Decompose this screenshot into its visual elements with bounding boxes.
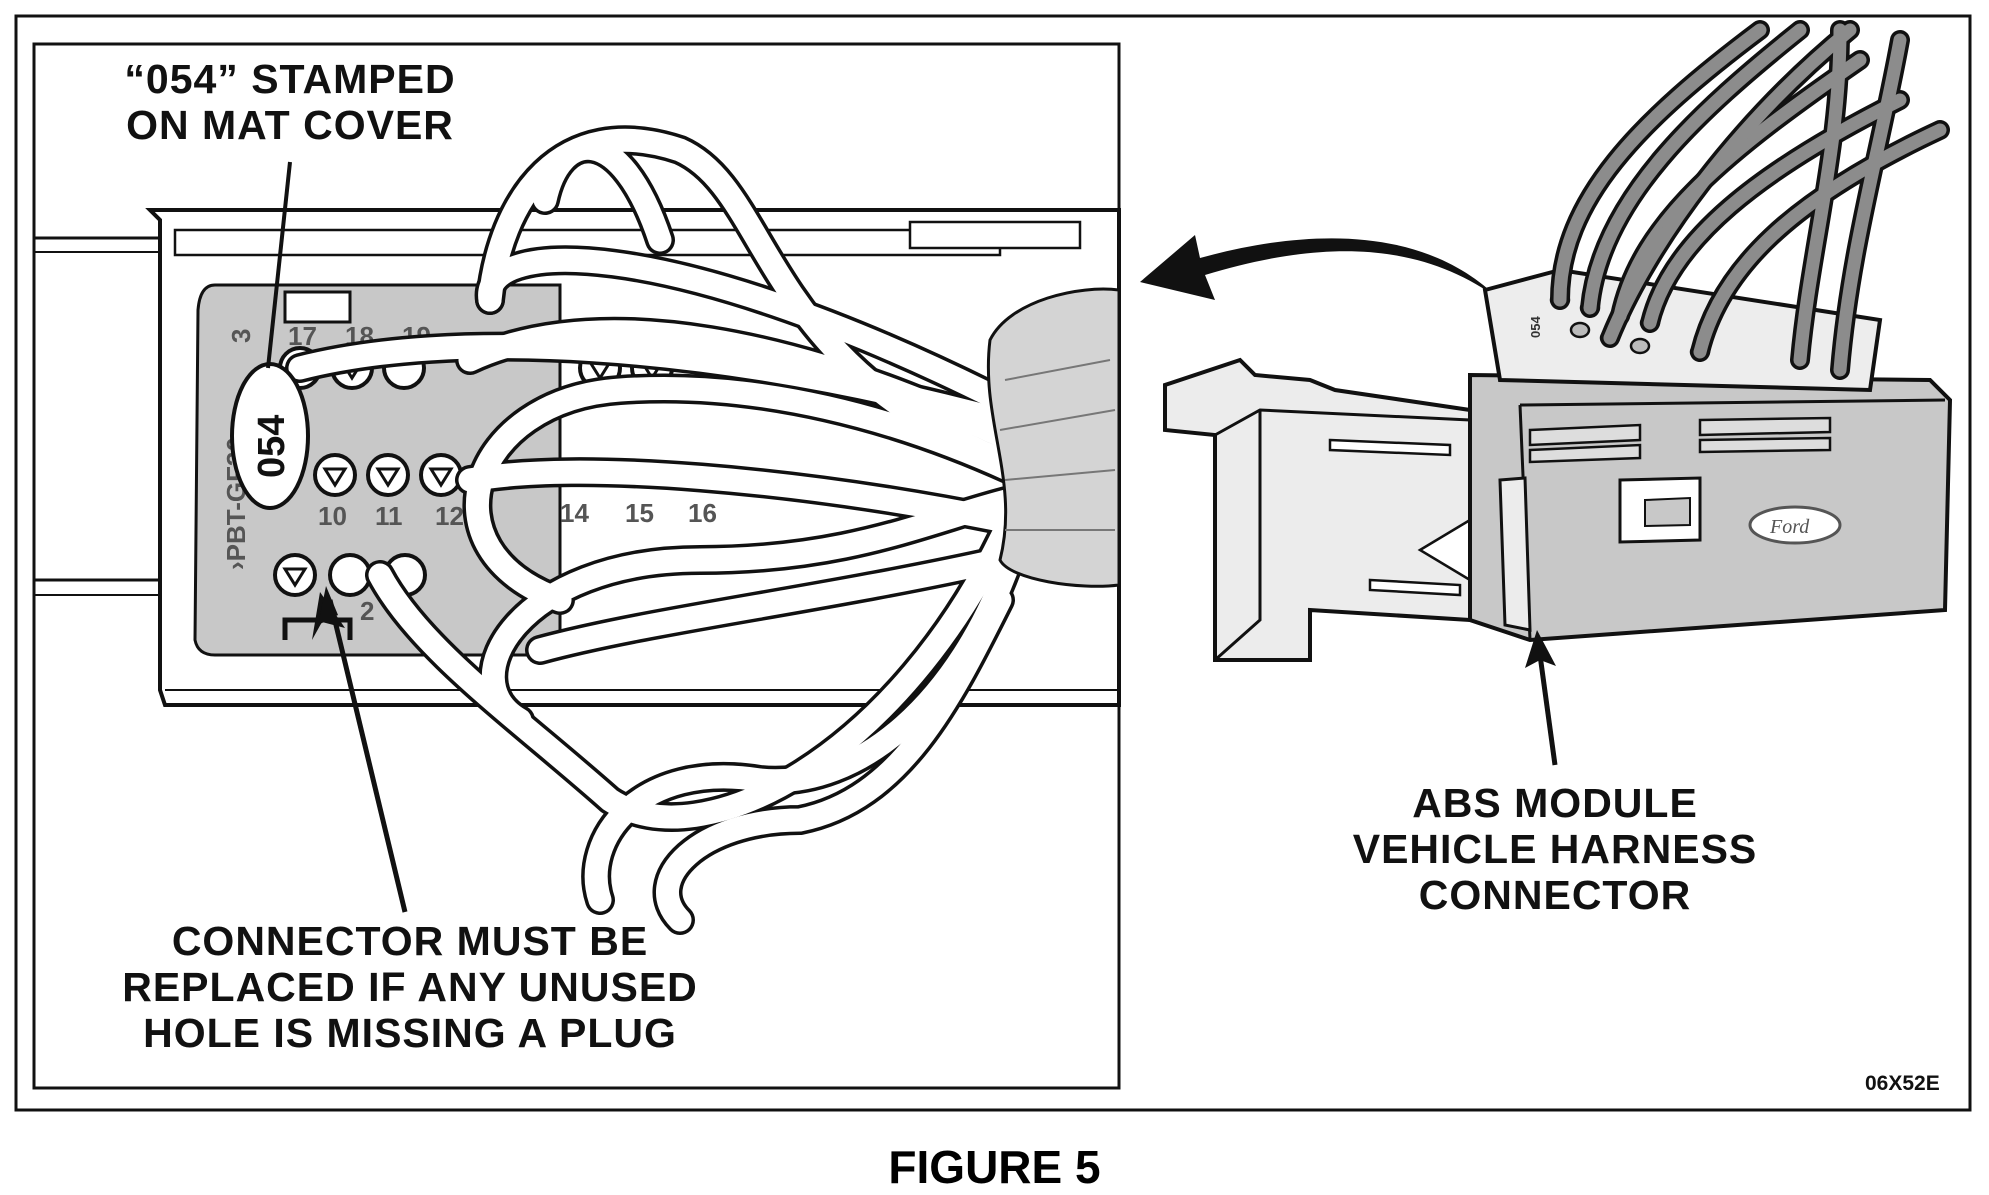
pin-2: 2 — [360, 596, 374, 626]
abs-leader-line — [1537, 654, 1558, 766]
stamp-callout: “054” STAMPED ON MAT COVER — [90, 56, 490, 148]
pin-11: 11 — [375, 501, 403, 531]
abs-callout-line-2: VEHICLE HARNESS — [1352, 826, 1758, 872]
figure-caption: FIGURE 5 — [888, 1141, 1101, 1193]
curved-arrow-icon — [1140, 235, 1500, 300]
abs-callout-line-3: CONNECTOR — [1418, 872, 1692, 918]
outer-border — [14, 14, 1972, 1112]
connector-closeup: 17 18 19 10 11 12 14 15 16 2 3 ›PBT-GF30… — [34, 125, 1121, 935]
stamp-text: 054 — [251, 415, 293, 478]
drawing-id: 06X52E — [1865, 1072, 1940, 1095]
missing-plug-callout: CONNECTOR MUST BE REPLACED IF ANY UNUSED… — [90, 918, 730, 1056]
stamp-leader-line — [266, 161, 292, 369]
plug-leader-line — [327, 599, 408, 913]
plug-callout-line-3: HOLE IS MISSING A PLUG — [143, 1010, 677, 1056]
ford-logo-icon — [1748, 505, 1842, 545]
harness-connector-overview: Ford 054 — [1140, 20, 1953, 766]
pin-12: 12 — [435, 501, 464, 531]
tape-wrap — [986, 287, 1121, 588]
pin-15: 15 — [625, 498, 654, 528]
stamp-callout-line-2: ON MAT COVER — [126, 102, 454, 148]
abs-module-callout: ABS MODULE VEHICLE HARNESS CONNECTOR — [1320, 780, 1790, 918]
harness-wires — [1550, 20, 1950, 380]
pin-16: 16 — [688, 498, 717, 528]
wire-bundle — [285, 125, 1025, 935]
small-stamp: 054 — [1528, 316, 1543, 338]
plug-callout-line-2: REPLACED IF ANY UNUSED — [122, 964, 698, 1010]
pin-10: 10 — [318, 501, 347, 531]
pin-14: 14 — [560, 498, 589, 528]
pin-17: 17 — [288, 321, 317, 351]
abs-callout-line-1: ABS MODULE — [1412, 780, 1698, 826]
stamp-callout-line-1: “054” STAMPED — [124, 56, 456, 102]
plug-callout-line-1: CONNECTOR MUST BE — [171, 918, 649, 964]
brand-logo-text: Ford — [1769, 516, 1810, 538]
pin-3: 3 — [226, 329, 256, 343]
